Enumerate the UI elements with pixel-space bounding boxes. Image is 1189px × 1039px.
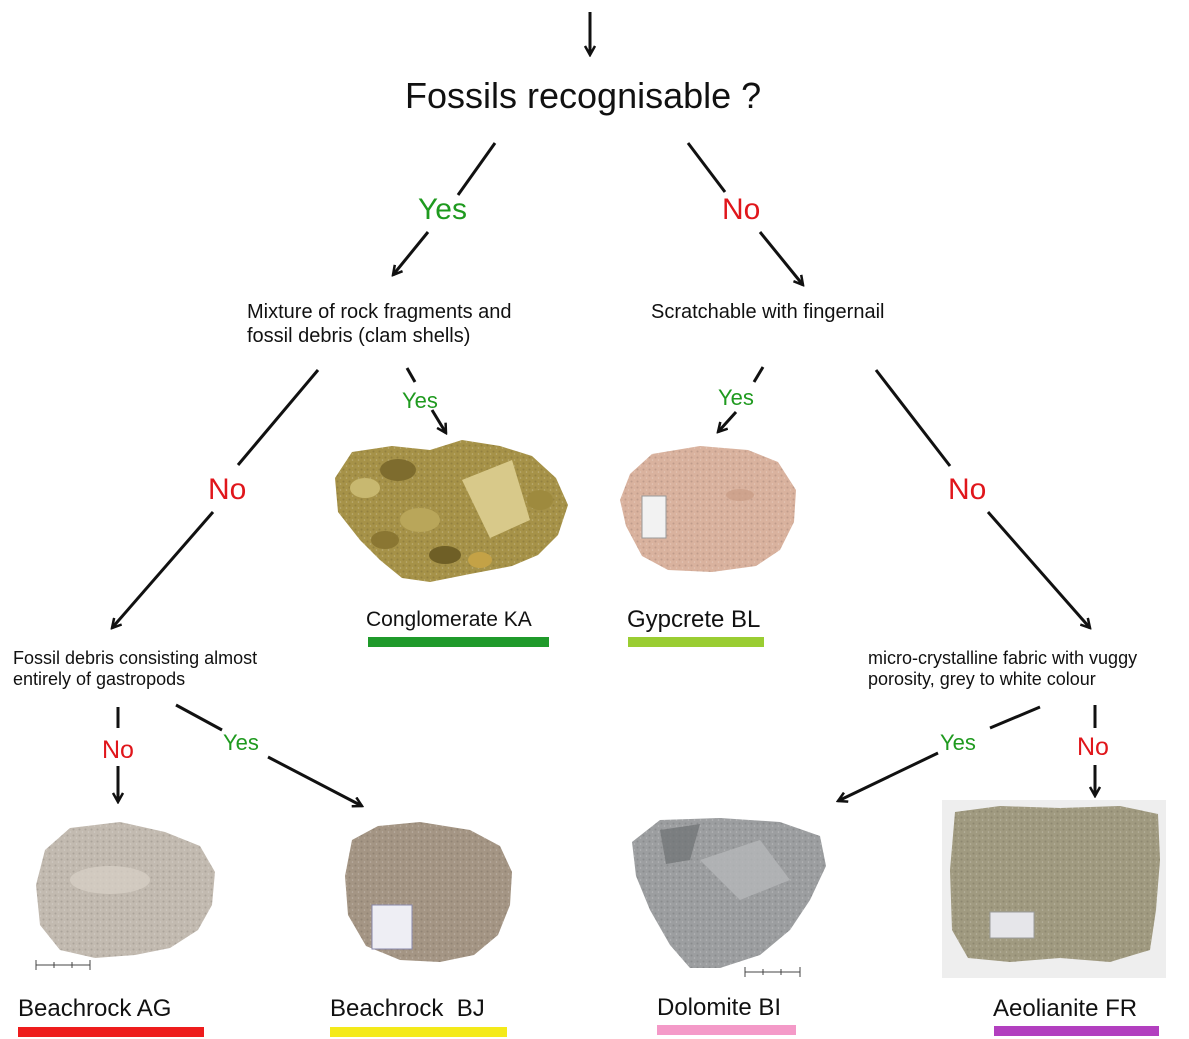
root-yes-label: Yes [418, 195, 467, 225]
mixture-yes-arrow-start [407, 368, 415, 382]
mixture-no-arrow-start [238, 370, 318, 465]
micro-yes-arrow-start [990, 707, 1040, 728]
result-aeolianite-swatch [994, 1026, 1159, 1036]
dolomite-rock-image [632, 818, 826, 977]
scratch-yes-label: Yes [718, 387, 754, 409]
result-conglomerate-label: Conglomerate KA [366, 609, 532, 630]
scratch-no-arrow [988, 512, 1090, 628]
micro-yes-label: Yes [940, 732, 976, 754]
gastropod-question: Fossil debris consisting almost entirely… [13, 648, 257, 690]
result-beachrock-ag-swatch [18, 1027, 204, 1037]
root-no-arrow-start [688, 143, 725, 192]
gastropod-question-line2: entirely of gastropods [13, 669, 257, 690]
result-aeolianite-label: Aeolianite FR [993, 997, 1137, 1021]
gastro-yes-arrow-start [176, 705, 222, 730]
mixture-question: Mixture of rock fragments and fossil deb… [247, 300, 512, 348]
result-beachrock-bj-swatch [330, 1027, 507, 1037]
result-dolomite-swatch [657, 1025, 796, 1035]
gastropod-question-line1: Fossil debris consisting almost [13, 648, 257, 669]
mixture-question-line1: Mixture of rock fragments and [247, 300, 512, 324]
scratch-question: Scratchable with fingernail [651, 300, 884, 324]
result-beachrock-ag-label: Beachrock AG [18, 997, 171, 1021]
gastropod-yes-label: Yes [223, 732, 259, 754]
beachrock-bj-rock-image [345, 822, 512, 962]
aeolianite-rock-image [942, 800, 1166, 978]
mixture-no-arrow [112, 512, 213, 628]
micro-question-line2: porosity, grey to white colour [868, 669, 1137, 690]
micro-question-line1: micro-crystalline fabric with vuggy [868, 648, 1137, 669]
scratch-yes-arrow-start [754, 367, 763, 382]
result-dolomite-label: Dolomite BI [657, 996, 781, 1020]
micro-yes-arrow [838, 753, 938, 801]
mixture-no-label: No [208, 475, 246, 505]
root-yes-arrow-start [458, 143, 495, 195]
mixture-yes-label: Yes [402, 390, 438, 412]
micro-no-label: No [1077, 735, 1109, 760]
root-no-arrow [760, 232, 803, 285]
mixture-yes-arrow [432, 410, 446, 433]
conglomerate-rock-image [335, 440, 568, 582]
result-gypcrete-label: Gypcrete BL [627, 608, 760, 632]
root-yes-arrow [393, 232, 428, 275]
beachrock-ag-rock-image [36, 822, 215, 970]
result-conglomerate-swatch [368, 637, 549, 647]
micro-crystalline-question: micro-crystalline fabric with vuggy poro… [868, 648, 1137, 690]
root-question: Fossils recognisable ? [405, 78, 761, 114]
root-no-label: No [722, 195, 760, 225]
gastropod-no-label: No [102, 738, 134, 763]
scratch-yes-arrow [718, 412, 736, 432]
result-beachrock-bj-label: Beachrock BJ [330, 997, 485, 1021]
result-gypcrete-swatch [628, 637, 764, 647]
scratch-no-label: No [948, 475, 986, 505]
gastro-yes-arrow [268, 757, 362, 806]
mixture-question-line2: fossil debris (clam shells) [247, 324, 512, 348]
gypcrete-rock-image [620, 446, 796, 572]
scratch-no-arrow-start [876, 370, 950, 466]
